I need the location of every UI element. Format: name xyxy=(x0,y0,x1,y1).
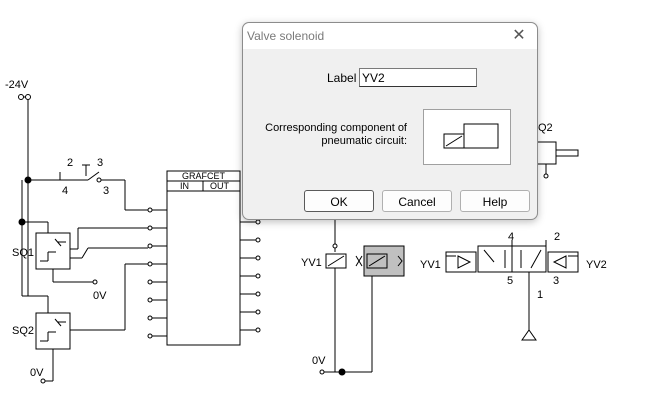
switch-pin-label: 2 xyxy=(67,157,73,169)
dialog-title: Valve solenoid xyxy=(247,29,325,43)
grafcet-block[interactable] xyxy=(166,170,241,346)
solenoid-label: YV2 xyxy=(586,259,607,271)
grafcet-outputs xyxy=(240,219,261,333)
close-icon[interactable]: ✕ xyxy=(512,27,526,44)
grafcet-in-label: IN xyxy=(180,181,189,191)
terminal xyxy=(18,94,24,100)
label-caption: Label xyxy=(327,71,357,85)
grafcet-title: GRAFCET xyxy=(182,171,226,181)
solenoid-symbol-icon xyxy=(443,123,499,149)
grafcet-out-label: OUT xyxy=(210,181,230,191)
label-input[interactable] xyxy=(359,68,477,87)
valve-port-label: 1 xyxy=(537,289,543,301)
valve-port-label: 2 xyxy=(554,231,560,243)
dialog-titlebar[interactable]: Valve solenoid ✕ xyxy=(243,23,537,49)
help-button[interactable]: Help xyxy=(460,190,530,212)
switch-pin-label: 3 xyxy=(103,185,109,197)
valve-port-label: 3 xyxy=(553,275,559,287)
valve-body-left[interactable] xyxy=(477,245,513,273)
component-caption: Corresponding component of pneumatic cir… xyxy=(265,122,407,147)
ok-button[interactable]: OK xyxy=(304,190,374,212)
valve-port-label: 5 xyxy=(507,275,513,287)
valve-actuator-left[interactable] xyxy=(445,251,477,273)
valve-actuator-right[interactable] xyxy=(547,251,579,273)
sensor-label-q2: Q2 xyxy=(538,122,553,134)
supply-label: -24V xyxy=(5,79,29,91)
switch-pin-label: 4 xyxy=(62,185,68,197)
sensor-sq1[interactable] xyxy=(35,232,71,270)
solenoid-label: YV1 xyxy=(420,259,441,271)
sensor-label-sq1: SQ1 xyxy=(12,247,34,259)
component-preview[interactable] xyxy=(423,109,511,165)
zero-v-label: 0V xyxy=(30,367,44,379)
valve-solenoid-dialog: Valve solenoid ✕ Label Corresponding com… xyxy=(242,22,538,220)
grafcet-inputs xyxy=(147,207,167,339)
cancel-button[interactable]: Cancel xyxy=(382,190,452,212)
switch-pin-label: 3 xyxy=(97,157,103,169)
zero-v-label: 0V xyxy=(312,355,326,367)
sensor-label-sq2: SQ2 xyxy=(12,325,34,337)
valve-body-right[interactable] xyxy=(511,245,547,273)
zero-v-label: 0V xyxy=(93,290,107,302)
solenoid-label: YV1 xyxy=(301,257,322,269)
sensor-sq2[interactable] xyxy=(35,312,71,350)
valve-port-label: 4 xyxy=(508,231,514,243)
